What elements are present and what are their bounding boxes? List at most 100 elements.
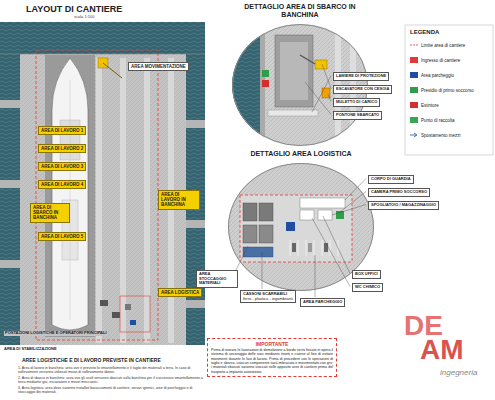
callout-text: AREA MOVIMENTAZIONE (131, 64, 186, 69)
legend-row: Ingresso di cantiere (410, 57, 491, 63)
illustration-part (315, 255, 316, 297)
callout-text: AREA DI LAVORO IN BANCHINA (161, 192, 197, 208)
illustration-part (0, 180, 20, 188)
area-tag: AREA DI SBARCO IN BANCHINA (30, 203, 70, 223)
note-label: 2. Area di sbarco in banchina: area ove … (18, 376, 204, 385)
detail-heading: DETTAGLIO AREA LOGISTICA (226, 150, 376, 158)
note-body: Prima di iniziare le lavorazioni di demo… (211, 348, 333, 374)
callout-text: BOX UFFICI (355, 272, 378, 277)
illustration-part (298, 240, 299, 256)
callout-text: CORPO DI GUARDIA (371, 177, 411, 182)
note-label: 3. Area logistica: area dove saranno ins… (18, 386, 204, 395)
illustration-part (0, 100, 20, 108)
illustration-part (300, 210, 314, 220)
legend-text: Area parcheggio (421, 73, 454, 78)
illustration-part (243, 203, 257, 221)
illustration-part (308, 243, 312, 252)
legend-text: Estintore (421, 103, 439, 108)
legend-row: Area parcheggio (410, 72, 491, 78)
illustration-part (324, 243, 328, 252)
legend-text: Punto di raccolta (421, 118, 455, 123)
illustration-part (230, 22, 260, 152)
callout-text: AREA DI LAVORO 3 (41, 164, 83, 169)
logo-text: AM (420, 336, 464, 364)
illustration-part (0, 22, 205, 54)
illustration-part (259, 225, 273, 243)
illustration-part (103, 63, 122, 78)
legend-row: Spostamento mezzi (410, 132, 491, 138)
callout-box: BOX UFFICI (352, 270, 381, 279)
illustration-part (322, 64, 331, 89)
illustration-part (0, 22, 205, 54)
area-tag: AREA DI LAVORO 3 (38, 162, 86, 171)
illustration-part (328, 94, 331, 102)
callout-box: AREA PARCHEGGIO (300, 298, 345, 307)
illustration-part (0, 54, 20, 345)
legend-row: Limite area di cantiere (410, 42, 491, 48)
logo-text: ingegneria (440, 368, 477, 378)
illustration-part (405, 25, 493, 155)
callout-text: AREA LOGISTICA (161, 290, 199, 295)
callout-box: ESCAVATORE CON CESOIA (333, 85, 392, 94)
legend-swatch (410, 72, 418, 78)
illustration-part (125, 304, 131, 310)
legend-line-sample (410, 42, 418, 48)
callout-box: CAMERA PRIMO SOCCORSO (368, 188, 430, 197)
callout-text: AREA DI LAVORO 1 (41, 128, 83, 133)
note-label: scala 1:100 (74, 15, 94, 20)
illustration-part (36, 50, 158, 340)
note-label: POSTAZIONI LOGISTICHE E OPERATORI PRINCI… (4, 331, 108, 336)
legend-row: Presidio di primo soccorso (410, 87, 491, 93)
illustration-part (144, 58, 150, 343)
illustration-part (45, 55, 95, 337)
illustration-part (330, 240, 331, 256)
area-tag: AREA DI LAVORO 5 (38, 232, 86, 241)
illustration-part (312, 218, 350, 287)
illustration-part (240, 195, 352, 262)
note-box: IMPORTANTEPrima di iniziare le lavorazio… (207, 338, 337, 377)
illustration-part (0, 22, 205, 345)
illustration-part (280, 42, 308, 100)
detail-heading: DETTAGLIO AREA DI SBARCO IN BANCHINA (240, 3, 360, 19)
callout-box: WC CHIMICO (352, 283, 383, 292)
illustration-part (120, 296, 150, 332)
callout-text: PONTONE SBARCATO (336, 113, 379, 118)
legend-line-sample (410, 132, 418, 138)
illustration-part (243, 247, 273, 257)
callout-box: AREA STOCCAGGIO MATERIALI (196, 270, 238, 288)
callout-text: AREA DI LAVORO 4 (41, 182, 83, 187)
legend-text: Limite area di cantiere (421, 43, 465, 48)
legend-row: Punto di raccolta (410, 117, 491, 123)
illustration-part (262, 70, 269, 77)
area-tag: AREA LOGISTICA (158, 288, 202, 297)
note-label: AREA DI STABILIZZAZIONE (4, 347, 57, 352)
illustration-part (275, 35, 313, 107)
illustration-part (100, 300, 108, 306)
illustration-part (0, 54, 205, 55)
illustration-part (186, 120, 205, 128)
illustration-part (345, 179, 366, 201)
illustration-part (0, 54, 20, 345)
legend-text: Spostamento mezzi (421, 133, 461, 138)
callout-text: ferro - plastica - ingombranti (243, 297, 293, 302)
illustration-part (262, 252, 263, 289)
note-label: AREE LOGISTICHE E DI LAVORO PREVISTE IN … (22, 357, 161, 363)
illustration-part (292, 243, 296, 252)
illustration-part (130, 320, 136, 325)
callout-box: CASSONI SCARRABILIferro - plastica - ing… (240, 290, 296, 303)
illustration-part (52, 58, 88, 330)
callout-box: SPOGLIATOIO / MAGAZZINAGGIO (368, 201, 439, 210)
callout-box: CORPO DI GUARDIA (368, 175, 414, 184)
illustration-part (286, 222, 295, 231)
callout-text: WC CHIMICO (355, 285, 380, 290)
area-tag: AREA DI LAVORO 4 (38, 180, 86, 189)
illustration-part (300, 198, 345, 208)
callout-text: MULETTO DI CARICO (336, 100, 377, 105)
illustration-part (112, 312, 120, 318)
page-title: LAYOUT DI CANTIERE (26, 4, 122, 14)
illustration-part (322, 240, 323, 256)
legend-text: Ingresso di cantiere (421, 58, 460, 63)
callout-box: MULETTO DI CARICO (333, 98, 380, 107)
illustration-part (290, 240, 338, 256)
